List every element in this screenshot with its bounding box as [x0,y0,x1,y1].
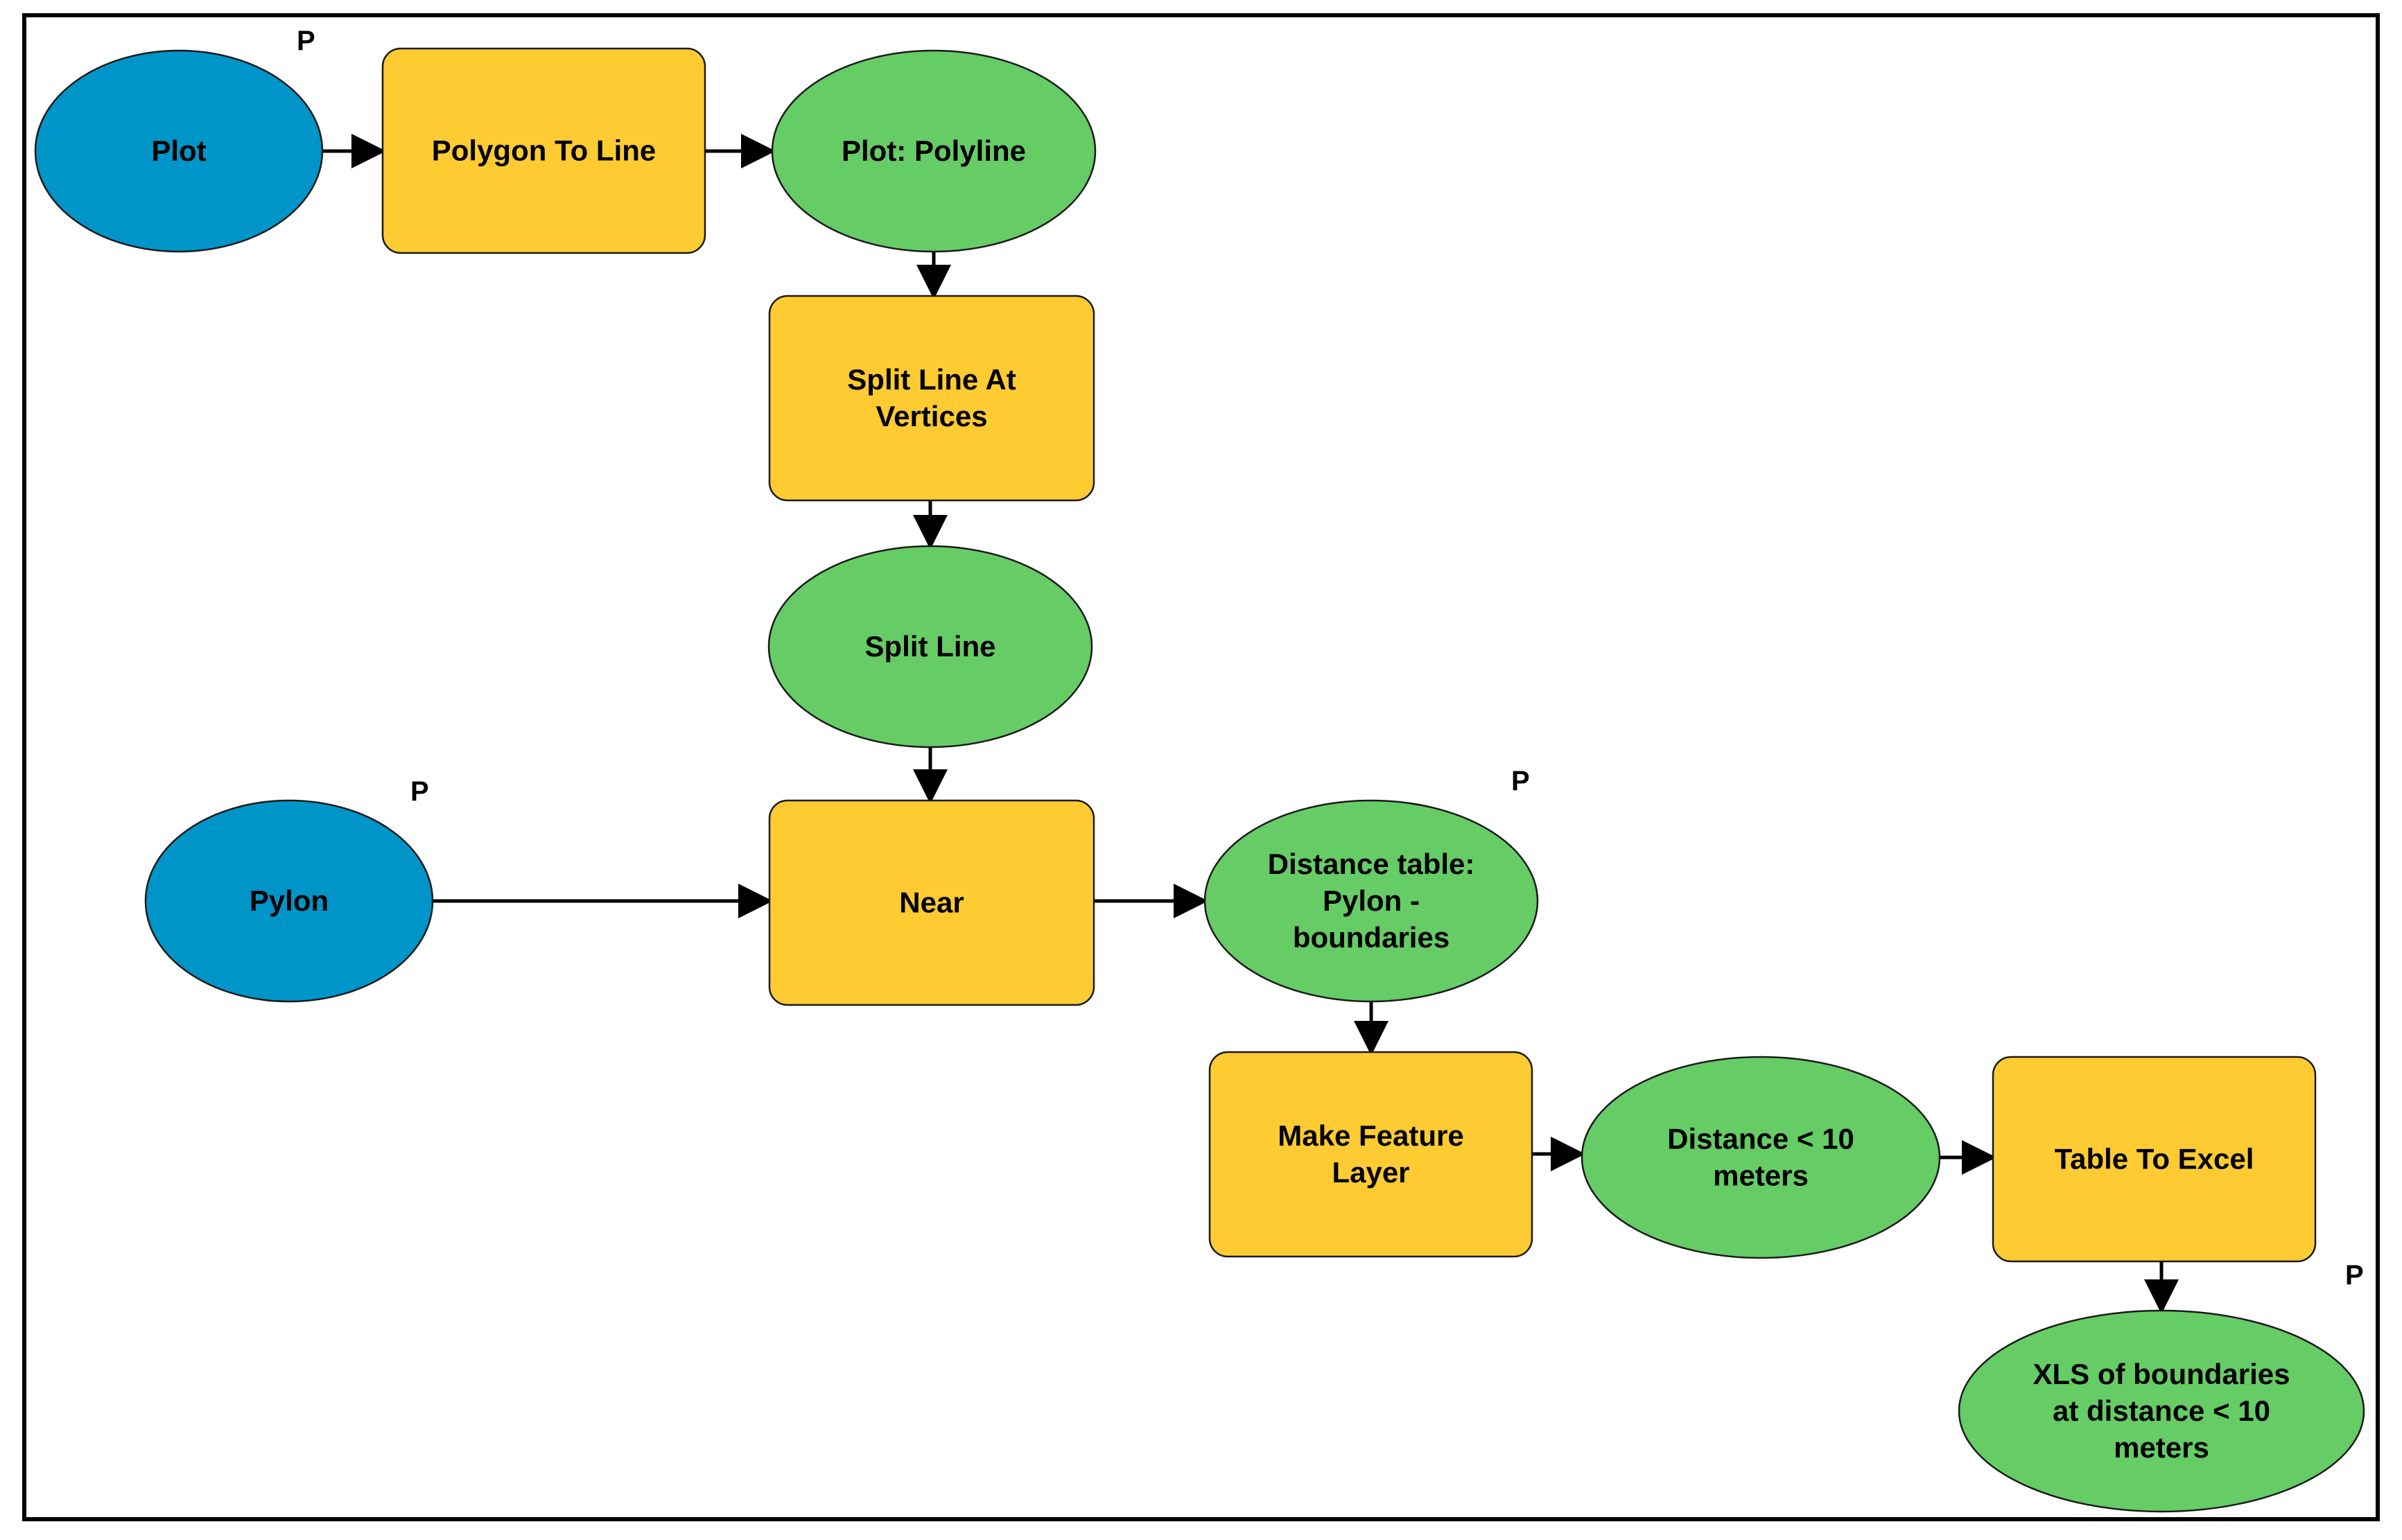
distance-table-parameter-marker: P [1511,766,1530,796]
table-to-excel-box [1992,1056,2317,1263]
plot-polyline-ellipse [771,49,1097,253]
distance-table-label: Distance table: [1268,848,1475,880]
distance-table-label: boundaries [1293,921,1450,954]
distance-table-label: Pylon - [1323,884,1420,917]
distance-lt-10-ellipse [1581,1056,1941,1259]
node-split-line-at-vertices[interactable]: Split Line At Vertices [768,295,1095,502]
node-distance-table[interactable]: Distance table: Pylon - boundaries P [1203,766,1539,1003]
make-feature-layer-box [1208,1051,1533,1258]
node-plot-polyline[interactable]: Plot: Polyline [771,49,1097,253]
pylon-parameter-marker: P [410,776,429,807]
xls-output-label: XLS of boundaries [2033,1358,2290,1390]
node-table-to-excel[interactable]: Table To Excel [1992,1056,2317,1263]
near-box [768,799,1095,1006]
plot-parameter-marker: P [297,26,315,56]
split-line-at-vertices-label: Split Line At [847,363,1016,396]
pylon-label: Pylon [250,884,329,917]
node-split-line[interactable]: Split Line [767,545,1093,749]
polygon-to-line-label: Polygon To Line [432,134,656,167]
split-line-ellipse [767,545,1093,749]
distance-table-ellipse [1203,799,1539,1003]
table-to-excel-label: Table To Excel [2055,1143,2254,1175]
node-pylon[interactable]: Pylon P [144,776,434,1003]
polygon-to-line-box [381,47,706,254]
node-distance-lt-10[interactable]: Distance < 10 meters [1581,1056,1941,1259]
node-plot[interactable]: Plot P [34,26,324,253]
diagram-frame [22,13,2380,1521]
xls-output-label: at distance < 10 [2053,1394,2270,1427]
node-near[interactable]: Near [768,799,1095,1006]
node-polygon-to-line[interactable]: Polygon To Line [381,47,706,254]
split-line-at-vertices-label: Vertices [876,400,987,432]
plot-label: Plot [151,134,206,167]
distance-lt-10-label: meters [1713,1160,1809,1192]
plot-polyline-label: Plot: Polyline [842,134,1026,167]
xls-output-ellipse [1958,1309,2365,1513]
edges-layer [322,134,2179,1314]
near-label: Near [899,886,964,919]
distance-lt-10-label: Distance < 10 [1667,1123,1854,1155]
make-feature-layer-label: Layer [1332,1156,1409,1189]
pylon-ellipse [144,799,434,1003]
split-line-at-vertices-box [768,295,1095,502]
plot-ellipse [34,49,324,253]
xls-output-label: meters [2114,1431,2209,1464]
make-feature-layer-label: Make Feature [1278,1119,1463,1152]
split-line-label: Split Line [865,630,996,663]
xls-output-parameter-marker: P [2345,1260,2364,1290]
node-xls-output[interactable]: XLS of boundaries at distance < 10 meters P [1958,1260,2365,1513]
